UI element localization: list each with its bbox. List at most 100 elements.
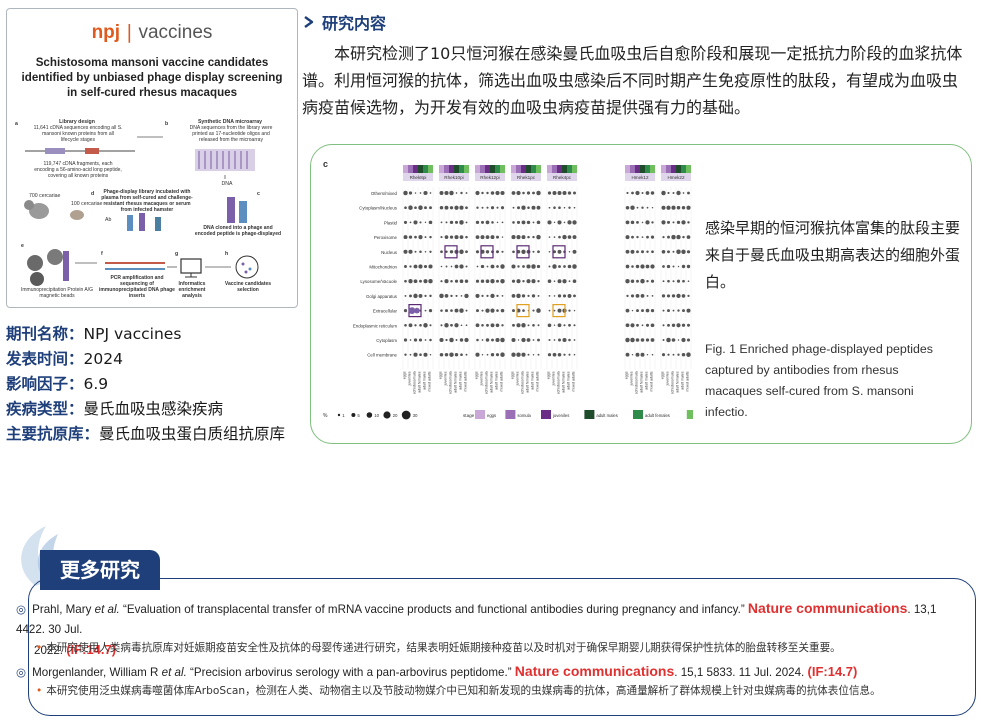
dotplot-dot xyxy=(516,352,521,357)
dotplot-dot xyxy=(408,279,413,284)
dotplot-dot xyxy=(511,279,516,283)
dotplot-dot xyxy=(631,265,634,268)
dotplot-dot xyxy=(490,264,495,269)
dotplot-dot xyxy=(671,205,676,210)
column-header: Hmek22 xyxy=(667,175,685,180)
dotplot-dot xyxy=(516,220,521,224)
dotplot-dot xyxy=(666,264,671,269)
dotplot-dot xyxy=(527,294,530,297)
dotplot-dot xyxy=(661,353,666,357)
x-tick-label: mixed adults xyxy=(686,371,690,391)
dotplot-dot xyxy=(553,236,556,238)
dotplot-dot xyxy=(625,278,630,284)
header-bg xyxy=(403,173,433,181)
dotplot-dot xyxy=(459,308,464,313)
dotplot-dot xyxy=(527,206,530,209)
dotplot-dot xyxy=(517,206,520,210)
dotplot-dot xyxy=(454,308,459,313)
header-stage-swatch xyxy=(635,165,640,173)
dotplot-dot xyxy=(454,264,459,269)
dotplot-dot xyxy=(418,205,423,210)
x-tick-label: mixed adults xyxy=(650,371,654,391)
dotplot-dot xyxy=(485,250,490,254)
dotplot-dot-large xyxy=(414,307,420,314)
row-label: Lysosome/Vacuole xyxy=(360,279,397,284)
dotplot-dot xyxy=(553,221,556,224)
x-tick-label: eggs xyxy=(547,371,551,379)
dotplot-dot xyxy=(440,236,443,239)
dotplot-dot xyxy=(475,250,480,254)
dotplot-dot xyxy=(532,309,535,312)
panel-c-dna-label: DNA xyxy=(222,181,233,187)
dotplot-dot xyxy=(450,323,453,327)
dotplot-dot xyxy=(444,190,449,196)
dotplot-dot xyxy=(444,323,449,328)
size-legend-dot xyxy=(337,413,341,417)
dotplot-dot xyxy=(449,220,454,225)
dotplot-dot xyxy=(672,191,675,195)
dotplot-dot xyxy=(409,294,412,298)
x-tick-label: adult males xyxy=(645,371,649,390)
x-tick-label: schistosomula xyxy=(485,371,489,394)
dotplot-dot xyxy=(408,323,413,328)
dotplot-dot xyxy=(676,205,681,210)
dotplot-dot xyxy=(650,235,655,239)
dotplot-dot xyxy=(562,338,567,342)
dotplot-dot xyxy=(444,235,449,239)
dotplot-dot xyxy=(552,264,557,269)
dotplot-dot xyxy=(666,337,671,343)
x-tick-label: juveniles xyxy=(630,371,634,386)
x-tick-label: adult females xyxy=(562,371,566,393)
dotplot-dot xyxy=(636,220,639,224)
dotplot-dot xyxy=(409,339,412,341)
dotplot-dot xyxy=(667,191,670,195)
dotplot-dot xyxy=(646,206,649,209)
dotplot-dot xyxy=(563,221,566,224)
dotplot-dot xyxy=(465,235,468,239)
dotplot-dot xyxy=(630,220,635,225)
dotplot-dot xyxy=(460,324,463,327)
dotplot-dot xyxy=(681,264,686,269)
dotplot-dot xyxy=(672,250,675,253)
x-tick-label: mixed adults xyxy=(500,371,504,391)
dotplot-dot xyxy=(631,309,634,312)
dotplot-dot xyxy=(536,205,541,210)
dotplot-dot xyxy=(413,338,418,342)
dotplot-dot xyxy=(646,353,649,356)
dotplot-dot xyxy=(650,338,655,342)
dotplot-dot xyxy=(562,191,567,195)
dotplot-dot xyxy=(521,323,526,328)
dotplot-dot xyxy=(460,191,463,195)
figure-caption: Fig. 1 Enriched phage-displayed peptides… xyxy=(705,342,933,419)
dotplot-dot xyxy=(646,280,649,283)
x-tick-label: eggs xyxy=(625,371,629,379)
dotplot-dot xyxy=(662,339,665,341)
x-tick-label: juveniles xyxy=(408,371,412,386)
dotplot-dot xyxy=(667,279,670,283)
dotplot-dot xyxy=(501,236,504,238)
x-tick-label: juveniles xyxy=(666,371,670,386)
dotplot-dot xyxy=(414,324,417,327)
stage-legend-swatch xyxy=(475,410,485,419)
column-header: Hmek12 xyxy=(631,175,649,180)
header-stage-swatch xyxy=(475,165,480,173)
dotplot-dot xyxy=(444,294,449,298)
dotplot-dot xyxy=(645,323,650,327)
dotplot-dot xyxy=(429,235,432,239)
dotplot-dot xyxy=(481,324,484,327)
dotplot-dot xyxy=(496,279,499,283)
header-stage-swatch xyxy=(645,165,650,173)
x-tick-label: schistosomula xyxy=(449,371,453,394)
dotplot-dot xyxy=(486,191,489,195)
more-research-heading: 更多研究 xyxy=(40,550,160,590)
header-stage-swatch xyxy=(439,165,444,173)
dotplot-dot xyxy=(636,250,639,254)
dotplot-dot xyxy=(667,353,670,356)
dotplot-dot xyxy=(496,221,499,224)
info-row-disease: 疾病类型：曼氏血吸虫感染疾病 xyxy=(6,397,285,422)
dotplot-dot xyxy=(686,250,691,254)
dotplot-dot xyxy=(418,338,423,342)
macaque-graphic xyxy=(24,200,84,220)
dotplot-dot xyxy=(450,309,453,312)
dotplot-dot xyxy=(490,353,495,357)
